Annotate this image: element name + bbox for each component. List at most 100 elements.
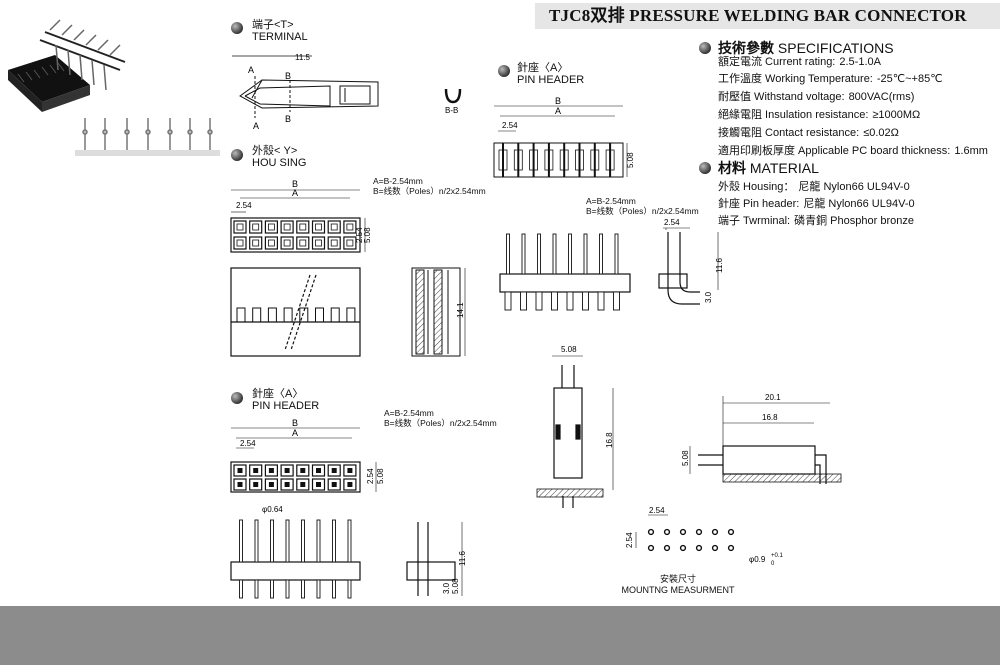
mount-hole: [727, 528, 735, 536]
phb-front-pin: [316, 519, 321, 563]
phb-dim-a: A: [292, 428, 298, 438]
pin-header-a-formula: A=B-2.54mm B=线数（Poles）n/2x2.54mm: [586, 196, 699, 216]
terminal-section-b-label: B: [285, 71, 291, 81]
mount-hole: [663, 544, 671, 552]
housing-cell: [327, 220, 341, 234]
mounting-hole-pattern: [635, 514, 735, 552]
housing-cell: [311, 220, 326, 234]
hs-pcb-board: [722, 473, 842, 483]
phb-top-pin-dot: [237, 468, 243, 473]
housing-side-height-label: 14.1: [456, 302, 465, 318]
spec-row: 額定電流 Current rating:2.5-1.0A: [718, 53, 881, 69]
pha-front-pin-tail: [535, 291, 543, 311]
formula-line: A=B-2.54mm: [384, 408, 434, 418]
spec-label: 耐壓值 Withstand voltage:: [718, 91, 845, 103]
mounting-caption: 安裝尺寸 MOUNTNG MEASURMENT: [614, 572, 742, 595]
mount-hole: [679, 544, 687, 552]
mount-hole-tol-plus: +0.1: [771, 553, 784, 559]
phb-front-pin-tail: [270, 579, 274, 599]
phb-top-pin-dot: [284, 468, 290, 473]
pha-front-pin: [568, 233, 572, 275]
material-heading-en: MATERIAL: [749, 160, 819, 176]
phb-side-height-label: 11.6: [458, 550, 467, 566]
pha-top-pin-base: [590, 149, 600, 171]
housing-cell: [249, 236, 263, 250]
section-bullet-icon: [231, 392, 243, 404]
housing-side-view: [411, 267, 466, 357]
housing-cell-hole: [283, 239, 291, 247]
mount-hole-dia-label: φ0.9: [749, 555, 766, 564]
section-bullet-icon: [231, 22, 243, 34]
material-bullet-icon: [699, 162, 711, 174]
material-label: 端子 Twrminal:: [718, 215, 791, 227]
housing-dim-a: A: [292, 188, 298, 198]
specifications-heading: 技術參數 SPECIFICATIONS: [718, 38, 894, 58]
material-value: 尼龍 Nylon66 UL94V-0: [798, 181, 910, 193]
terminal-heading-cn: 端子<T>: [252, 19, 294, 31]
mounting-caption-cn: 安裝尺寸: [659, 574, 696, 584]
spec-label: 額定電流 Current rating:: [718, 56, 836, 68]
pha-front-pin: [506, 233, 510, 275]
pin-header-b-heading-cn: 針座〈A〉: [252, 388, 304, 400]
mount-hole: [647, 544, 655, 552]
hs-total-label: 20.1: [765, 393, 781, 402]
bb-section-symbol: [444, 88, 462, 104]
phb-front-pin: [285, 519, 290, 563]
mount-hole: [695, 544, 703, 552]
pha-top-pin-base: [544, 149, 554, 171]
pin-header-b-top-cells: [233, 464, 357, 491]
housing-cell-hole: [252, 239, 260, 247]
phb-top-pin-dot: [253, 468, 259, 473]
housing-tooth: [252, 307, 262, 323]
mount-hole-tol-minus: 0: [771, 561, 775, 567]
pin-header-a-top: [493, 105, 628, 178]
section-bullet-icon: [231, 149, 243, 161]
housing-cell: [264, 236, 278, 250]
housing-height-label: 5.08: [363, 227, 372, 243]
phb-side-508-label: 5.08: [451, 578, 460, 594]
ra-height-label: 11.6: [715, 257, 724, 273]
phb-front-pin-tail: [316, 579, 321, 599]
housing-cell-hole: [346, 239, 354, 247]
material-row: 針座 Pin header:尼龍 Nylon66 UL94V-0: [718, 195, 915, 211]
bb-section-label: B-B: [445, 106, 458, 115]
housing-cell-hole: [299, 223, 307, 231]
photo-watermark-strip: [75, 150, 220, 156]
pha-front-pin-tail: [551, 291, 558, 311]
housing-dim-b: B: [292, 179, 298, 189]
page-title: TJC8双排 PRESSURE WELDING BAR CONNECTOR: [535, 3, 1000, 29]
spec-bullet-icon: [699, 42, 711, 54]
phb-pin-dia-label: φ0.64: [262, 505, 283, 514]
pha-top-pin-base: [498, 149, 508, 171]
terminal-section-a-label: A: [248, 65, 254, 75]
spec-value: -25℃~+85℃: [876, 73, 943, 85]
phb-top-pin-dot: [237, 482, 243, 487]
phb-front-pin: [254, 519, 259, 563]
pin-header-b-side: [406, 522, 463, 596]
housing-tooth: [315, 307, 324, 323]
housing-tooth: [267, 307, 277, 323]
spec-label: 工作溫度 Working Temperature:: [718, 73, 873, 85]
housing-teeth: [236, 307, 356, 323]
housing-cell: [233, 220, 247, 234]
housing-cell: [280, 236, 294, 250]
phb-front-body: [230, 561, 361, 581]
housing-cell-hole: [267, 239, 275, 247]
housing-cell: [296, 220, 310, 234]
housing-pitch-v-label: 2.54: [355, 227, 364, 243]
vs-height-label: 16.8: [605, 432, 614, 448]
pin-header-photo-pins: [49, 19, 121, 91]
mounting-caption-en: MOUNTNG MEASURMENT: [621, 585, 735, 595]
housing-cell-hole: [283, 223, 291, 231]
spec-row: 絕緣電阻 Insulation resistance:≥1000MΩ: [718, 106, 920, 122]
spec-value: 1.6mm: [954, 145, 988, 157]
phb-side-short-label: 3.0: [442, 582, 451, 594]
pha-front-pin-tail: [504, 291, 512, 311]
pin-header-a-top-pins: [498, 143, 615, 177]
material-row: 外殼 Housing：尼龍 Nylon66 UL94V-0: [718, 178, 910, 194]
housing-cell: [249, 220, 263, 234]
housing-cell: [327, 236, 341, 250]
pha-front-pin: [614, 233, 619, 275]
formula-line: A=B-2.54mm: [373, 176, 423, 186]
